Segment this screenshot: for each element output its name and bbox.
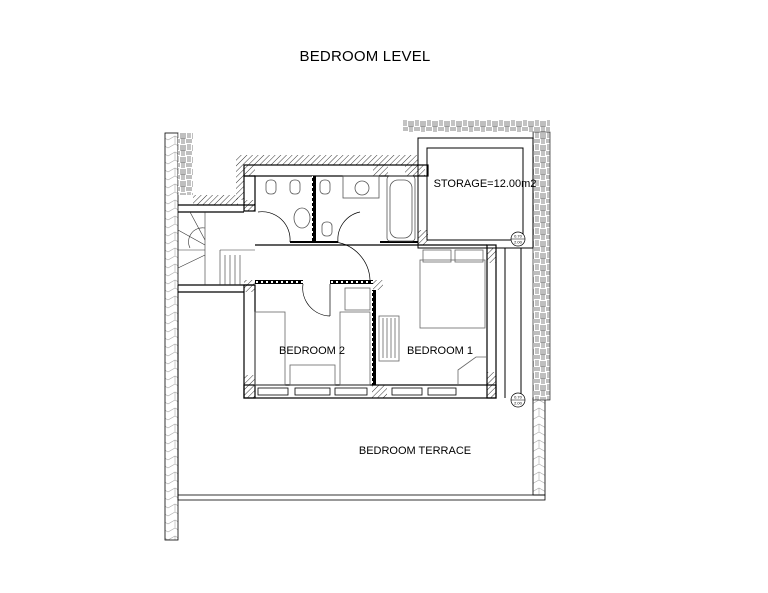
storage-area [403, 120, 551, 401]
window-tag-width: 0.70 [514, 234, 523, 239]
window-tag: 0.70 2.00 [510, 392, 526, 408]
bedroom-1-label: BEDROOM 1 [407, 345, 473, 357]
staircase [177, 211, 255, 285]
window-tag-height: 2.00 [514, 401, 523, 406]
furniture [254, 249, 487, 386]
boundary-wall-left [164, 132, 193, 541]
wall-hatches [244, 165, 496, 398]
window-tag: 0.70 2.00 [510, 231, 526, 247]
terrace-label: BEDROOM TERRACE [359, 445, 471, 457]
storage-label: STORAGE=12.00m2 [434, 178, 537, 190]
bathroom-fixtures [265, 175, 416, 242]
terrace-area [177, 285, 546, 501]
partitions [255, 176, 418, 385]
bedroom-2-label: BEDROOM 2 [279, 345, 345, 357]
doors [257, 211, 371, 317]
window-tag-width: 0.70 [514, 395, 523, 400]
plan-title: BEDROOM LEVEL [299, 48, 431, 65]
exterior-hatch [193, 195, 238, 205]
window-tag-height: 2.00 [514, 240, 523, 245]
exterior-hatch [236, 155, 418, 165]
exterior-hatch [236, 165, 244, 200]
windows [257, 387, 457, 396]
